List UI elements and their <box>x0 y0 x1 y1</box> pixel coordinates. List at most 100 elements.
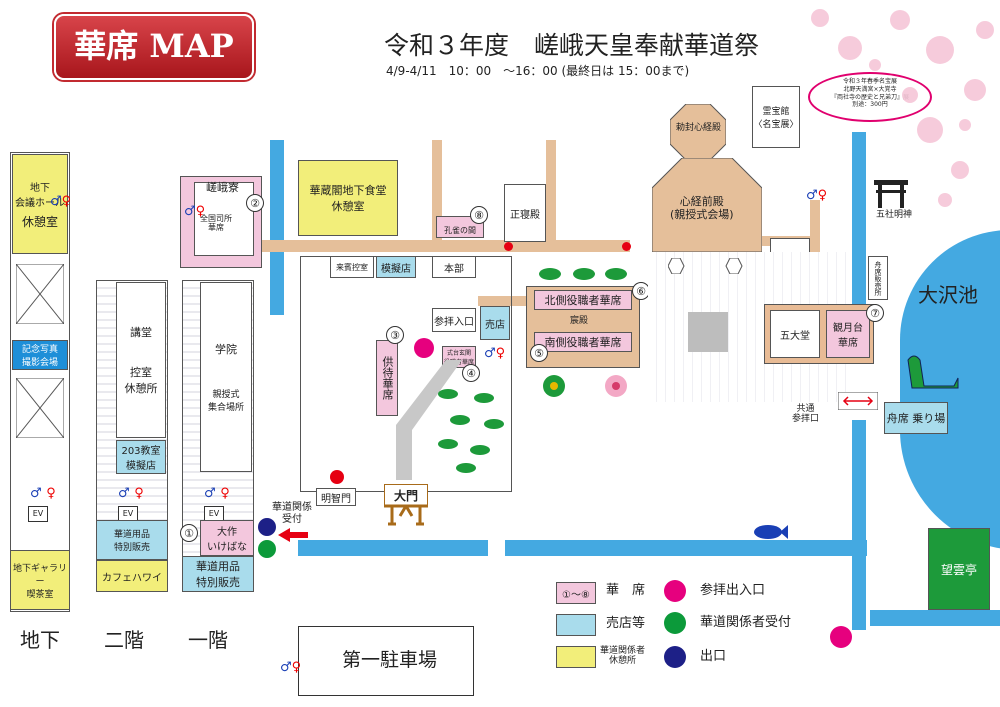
second-goods-sale: 華道用品 特別販売 <box>96 520 168 560</box>
torii-icon <box>874 180 908 208</box>
meichi-gate: 明智門 <box>316 488 356 506</box>
seat-number-7: ⑦ <box>866 304 884 322</box>
corridor-main <box>250 240 630 252</box>
lanterns <box>668 258 743 274</box>
chokufu-label: 勅封心経殿 <box>676 123 722 133</box>
cafe-hawaii: カフェハワイ <box>96 560 168 592</box>
funaseki-ticket: 舟席販売所 <box>868 256 888 300</box>
zenkoku-label: 全国司所 華席 <box>200 214 232 233</box>
seat-number-1: ① <box>180 524 198 542</box>
boat-boarding: 舟席 乗り場 <box>884 402 948 434</box>
legend-entrance: 参拝出入口 <box>700 583 766 598</box>
legend-reception-dot <box>664 612 686 634</box>
legend-entrance-dot <box>664 580 686 602</box>
canal-bottom-right <box>505 540 867 556</box>
photo-session-room: 記念写真 撮影会場 <box>12 340 68 370</box>
seat-number-6: ⑥ <box>632 282 650 300</box>
kangetsudai-seat: 観月台 華席 <box>826 310 870 358</box>
legend-kaseki-swatch: ①～⑧ <box>556 582 596 604</box>
pond-label: 大沢池 <box>918 283 978 307</box>
entrance-marker <box>830 626 852 648</box>
corridor-north-b <box>546 140 556 240</box>
legend-shop-swatch <box>556 614 596 636</box>
restroom-icon: ♂♀ <box>806 188 828 203</box>
basement-hall: 地下 会議ホール 休憩室 <box>12 154 68 254</box>
kuji-seat: 供待華席 <box>376 340 398 416</box>
north-officials-seat: 北側役職者華席 <box>534 290 632 310</box>
stairwell-icon <box>16 378 64 438</box>
baiten-shop: 売店 <box>480 306 510 340</box>
second-hall: 講堂 控室 休憩所 <box>116 282 166 438</box>
canal-left <box>270 140 284 315</box>
restroom-icon: ♂♀ <box>50 194 72 209</box>
canal-bottom-left <box>298 540 488 556</box>
dragon-boat-icon <box>907 355 959 389</box>
seat-number-2: ② <box>246 194 264 212</box>
restroom-icon: ♂ ♀ <box>118 486 144 501</box>
sagaryo-inner <box>194 182 254 256</box>
bubble-line: 令和３年春季名宝展 <box>842 78 897 85</box>
seat-number-4: ④ <box>462 364 480 382</box>
shingyo-zenden <box>652 158 762 252</box>
restroom-icon: ♂♀ <box>184 204 206 219</box>
garden-trees <box>539 268 627 280</box>
entrance-marker <box>414 338 434 358</box>
floor-label-first: 一階 <box>188 628 228 652</box>
first-goods-sale: 華道用品 特別販売 <box>182 556 254 592</box>
shinden-label: 宸殿 <box>570 316 589 326</box>
legend-kaseki: 華 席 <box>606 583 646 598</box>
canal-bottom-far <box>870 610 1000 626</box>
kazokaku-cafeteria: 華蔵閣地下食堂 休憩室 <box>298 160 398 236</box>
double-arrow-icon <box>838 392 878 410</box>
canal-right-lower <box>852 420 866 630</box>
gosha-label: 五社明神 <box>876 210 913 220</box>
legend-rest-swatch <box>556 646 596 668</box>
corridor-north-a <box>432 140 442 240</box>
legend-rest: 華道関係者 休憩所 <box>600 646 646 667</box>
parking-label: 第一駐車場 <box>342 649 438 671</box>
godaido: 五大堂 <box>770 310 820 358</box>
chokufu-shingyoden <box>670 104 726 160</box>
south-officials-seat: 南側役職者華席 <box>534 332 632 352</box>
daimon-gate: 大門 <box>384 484 428 506</box>
restroom-icon: ♂ ♀ <box>204 486 230 501</box>
page-title: 令和３年度 嵯峨天皇奉献華道祭 <box>384 31 760 60</box>
cherry-blossom-decoration <box>811 9 994 207</box>
garden-trees <box>438 389 504 473</box>
seat-number-8: ⑧ <box>470 206 488 224</box>
second-rest-label: 控室 休憩所 <box>124 366 158 395</box>
floor-label-basement: 地下 <box>20 628 60 652</box>
elevator-icon: EV <box>28 506 48 522</box>
garden-flowers <box>543 375 627 397</box>
shoshinden: 正寝殿 <box>504 184 546 242</box>
approach-path <box>396 360 462 480</box>
restroom-icon: ♂ ♀ <box>30 486 56 501</box>
legend-shop: 売店等 <box>606 616 646 631</box>
bubble-line: 『両社寺の歴史と兄弟刀』展 <box>830 93 909 101</box>
shingyo-label: 心経前殿 (親授式会場) <box>670 195 734 221</box>
bounntei: 望雲亭 <box>928 528 990 610</box>
first-hall: 学院 親授式 集合場所 <box>200 282 252 472</box>
carp-icon <box>754 525 788 539</box>
legend-reception: 華道関係者受付 <box>700 615 792 630</box>
parking-lot <box>298 626 474 696</box>
no-entry-icon <box>330 470 344 484</box>
sagaryo-label: 嵯峨寮 <box>206 181 239 194</box>
no-entry-icon <box>622 242 631 251</box>
map-title-badge: 華席 MAP <box>54 14 254 80</box>
seat-number-3: ③ <box>386 326 404 344</box>
legend-exit: 出口 <box>700 649 727 664</box>
stairwell-icon <box>16 264 64 324</box>
seat-number-5: ⑤ <box>530 344 548 362</box>
courtyard-stage <box>688 312 728 352</box>
common-gate: 共通 参拝口 <box>792 404 820 425</box>
first-hall-label: 学院 <box>215 343 237 356</box>
arrow-left-icon <box>278 528 308 542</box>
corridor-shinden <box>478 296 540 306</box>
ceremony-gathering: 親授式 集合場所 <box>207 390 244 413</box>
sanpai-entrance: 参拝入口 <box>432 308 476 332</box>
second-hall-label: 講堂 <box>130 326 152 339</box>
no-entry-icon <box>504 242 513 251</box>
restroom-icon: ♂♀ <box>484 346 506 361</box>
exit-marker <box>258 518 276 536</box>
